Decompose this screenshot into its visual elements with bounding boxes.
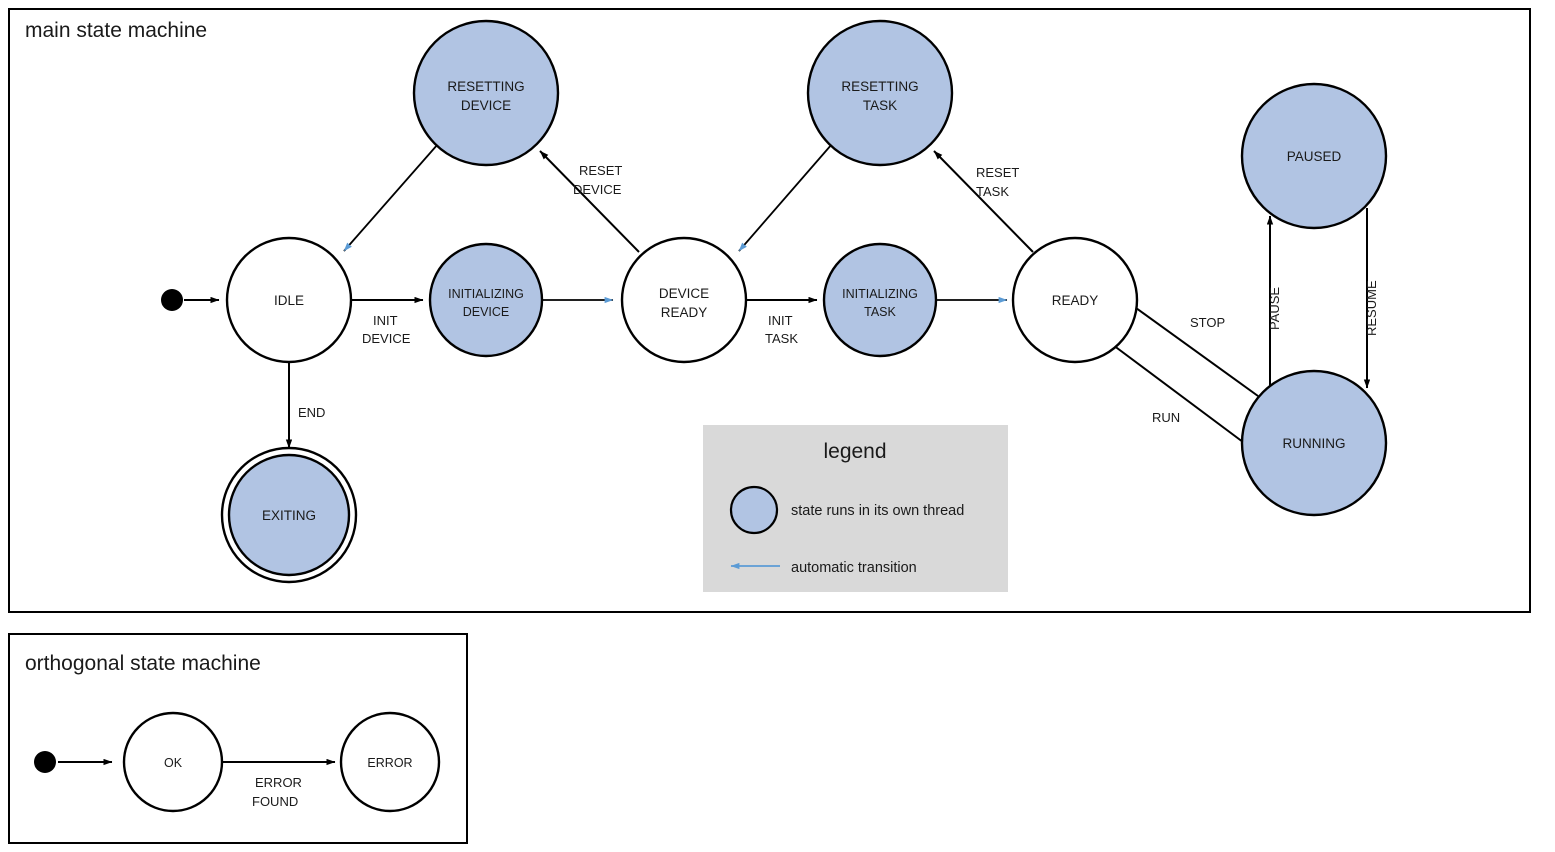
state-label-resetting-task-line1: RESETTING xyxy=(841,79,918,94)
edge-label-init-task-line2: TASK xyxy=(765,331,798,346)
edge-label-pause: PAUSE xyxy=(1267,287,1282,330)
edge-label-stop: STOP xyxy=(1190,315,1225,330)
state-node-running[interactable]: RUNNING xyxy=(1240,369,1388,517)
edge-label-reset-task-line2: TASK xyxy=(976,184,1009,199)
edge-label-error-found-line2: FOUND xyxy=(252,794,298,809)
initial-state-dot-main xyxy=(161,289,183,311)
edge-label-run: RUN xyxy=(1152,410,1180,425)
state-circle-initializing-task xyxy=(822,242,938,358)
edge-label-init-device-line1: INIT xyxy=(373,313,398,328)
state-label-resetting-device-line2: DEVICE xyxy=(461,98,511,113)
state-label-initializing-device-line1: INITIALIZING xyxy=(448,287,524,301)
legend-title: legend xyxy=(823,440,886,463)
state-circle-resetting-task xyxy=(806,19,954,167)
state-node-ready[interactable]: READY xyxy=(1011,236,1139,364)
state-circle-device-ready xyxy=(620,236,748,364)
state-label-exiting: EXITING xyxy=(262,508,316,523)
state-label-ready: READY xyxy=(1052,293,1099,308)
state-label-ok: OK xyxy=(164,756,183,770)
edge-resetting-device-to-idle xyxy=(343,143,439,252)
orthogonal-frame-title: orthogonal state machine xyxy=(25,652,261,675)
state-circle-idle xyxy=(225,236,353,364)
state-circle-exiting-inner xyxy=(227,453,351,577)
state-circle-resetting-device xyxy=(412,19,560,167)
state-circle-initializing-device xyxy=(428,242,544,358)
edge-running-to-ready xyxy=(1124,299,1259,397)
state-node-initializing-device[interactable]: INITIALIZING DEVICE xyxy=(428,242,544,358)
edge-label-reset-device-line1: RESET xyxy=(579,163,622,178)
state-label-error: ERROR xyxy=(367,756,412,770)
edge-resetting-task-to-device-ready xyxy=(738,143,833,252)
state-node-initializing-task[interactable]: INITIALIZING TASK xyxy=(822,242,938,358)
state-circle-running xyxy=(1240,369,1388,517)
state-label-initializing-task-line1: INITIALIZING xyxy=(842,287,918,301)
state-circle-error xyxy=(339,711,441,813)
state-label-paused: PAUSED xyxy=(1287,149,1342,164)
edge-label-reset-device-line2: DEVICE xyxy=(573,182,622,197)
state-node-idle[interactable]: IDLE xyxy=(225,236,353,364)
state-node-resetting-task[interactable]: RESETTING TASK xyxy=(806,19,954,167)
legend: legend state runs in its own thread auto… xyxy=(703,425,1008,592)
state-label-device-ready-line2: READY xyxy=(661,305,708,320)
legend-item-label-1: automatic transition xyxy=(791,560,917,576)
edge-label-error-found-line1: ERROR xyxy=(255,775,302,790)
state-node-device-ready[interactable]: DEVICE READY xyxy=(620,236,748,364)
state-circle-ready xyxy=(1011,236,1139,364)
state-label-resetting-task-line2: TASK xyxy=(863,98,897,113)
initial-state-dot-orthogonal xyxy=(34,751,56,773)
legend-item-label-0: state runs in its own thread xyxy=(791,503,964,519)
edge-device-ready-to-resetting-device xyxy=(539,150,640,253)
state-node-exiting[interactable]: EXITING xyxy=(220,446,358,584)
state-node-error[interactable]: ERROR xyxy=(339,711,441,813)
state-label-resetting-device-line1: RESETTING xyxy=(447,79,524,94)
state-node-paused[interactable]: PAUSED xyxy=(1240,82,1388,230)
state-label-device-ready-line1: DEVICE xyxy=(659,286,709,301)
state-node-ok[interactable]: OK xyxy=(122,711,224,813)
state-node-resetting-device[interactable]: RESETTING DEVICE xyxy=(412,19,560,167)
edge-label-init-task-line1: INIT xyxy=(768,313,793,328)
state-label-initializing-task-line2: TASK xyxy=(864,305,896,319)
state-label-initializing-device-line2: DEVICE xyxy=(463,305,510,319)
edge-label-resume: RESUME xyxy=(1364,280,1379,336)
state-circle-ok xyxy=(122,711,224,813)
legend-threaded-state-icon xyxy=(729,485,779,535)
edge-label-reset-task-line1: RESET xyxy=(976,165,1019,180)
main-frame-title: main state machine xyxy=(25,19,207,42)
state-label-idle: IDLE xyxy=(274,293,304,308)
edge-label-end: END xyxy=(298,405,325,420)
edge-label-init-device-line2: DEVICE xyxy=(362,331,411,346)
edge-ready-to-running xyxy=(1112,344,1252,449)
edge-ready-to-resetting-task xyxy=(933,150,1034,253)
state-circle-paused xyxy=(1240,82,1388,230)
state-label-running: RUNNING xyxy=(1283,436,1346,451)
